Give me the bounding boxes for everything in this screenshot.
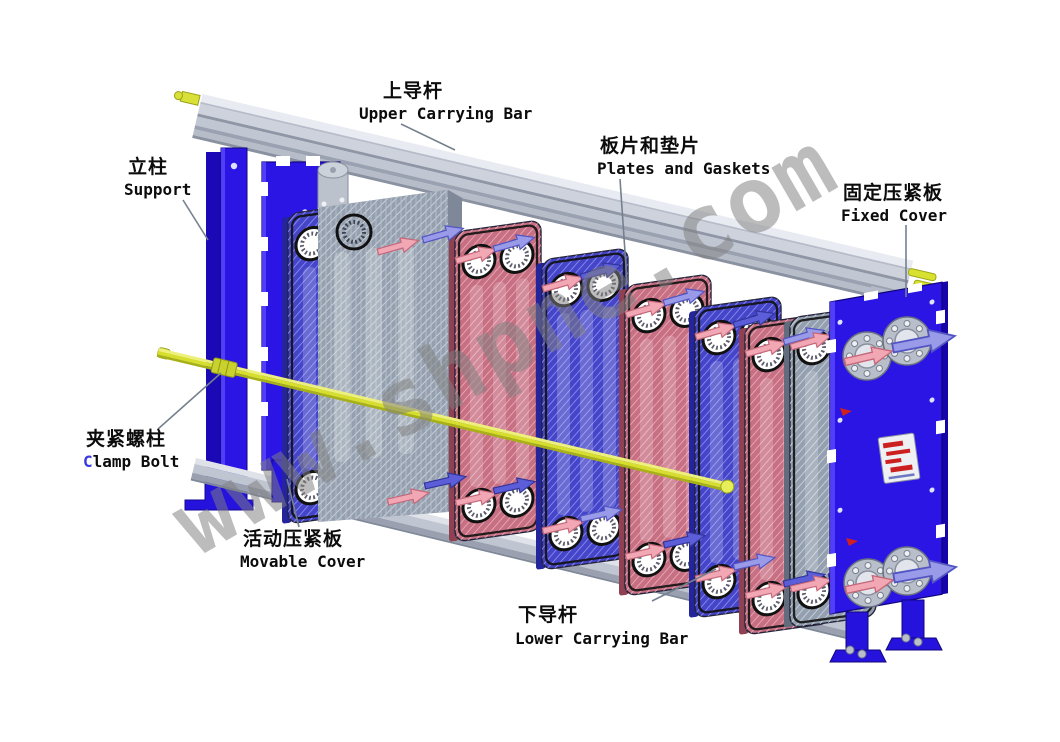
red-mark xyxy=(846,538,858,546)
label-movable-cover-en: Movable Cover xyxy=(240,552,365,571)
clamp-bolt-nut xyxy=(210,357,238,378)
nameplate xyxy=(877,432,921,484)
label-lower-carrying-bar-zh: 下导杆 xyxy=(518,603,578,626)
label-plates-and-gaskets-zh: 板片和垫片 xyxy=(600,134,700,157)
fixed-cover-notches xyxy=(827,282,945,568)
label-fixed-cover-en: Fixed Cover xyxy=(841,206,947,225)
pack-port-gasket xyxy=(335,213,373,251)
label-clamp-bolt-zh: 夹紧螺柱 xyxy=(86,427,166,450)
clamp-bolt-rod xyxy=(156,347,735,494)
clamp-bolt-rest: lamp Bolt xyxy=(93,452,180,471)
label-support-en: Support xyxy=(124,180,191,199)
bar-end-fitting-yellow xyxy=(179,90,201,106)
bar-end-bolt xyxy=(173,91,183,101)
label-clamp-bolt-en: Clamp Bolt xyxy=(83,452,179,471)
fixed-cover-bolt-holes xyxy=(837,299,935,513)
fixed-cover xyxy=(827,281,959,663)
clamp-bolt-end xyxy=(720,479,735,494)
fixed-cover-feet xyxy=(829,599,943,663)
plate-pack xyxy=(317,189,463,522)
labels: 上导杆 Upper Carrying Bar 立柱 Support 板片和垫片 … xyxy=(83,79,947,648)
cover-notches xyxy=(256,156,320,416)
upper-carrying-bar xyxy=(173,90,943,313)
label-fixed-cover-zh: 固定压紧板 xyxy=(843,181,943,204)
support-column xyxy=(184,147,254,511)
label-plates-and-gaskets-en: Plates and Gaskets xyxy=(597,159,770,178)
clamp-bolt-blue-initial: C xyxy=(83,452,93,471)
leader-lines xyxy=(157,123,907,602)
label-movable-cover-zh: 活动压紧板 xyxy=(243,527,343,550)
label-lower-carrying-bar-en: Lower Carrying Bar xyxy=(515,629,688,648)
red-mark xyxy=(840,408,852,416)
label-upper-carrying-bar-zh: 上导杆 xyxy=(383,79,443,102)
label-upper-carrying-bar-en: Upper Carrying Bar xyxy=(359,104,532,123)
label-support-zh: 立柱 xyxy=(128,155,168,178)
column-hole xyxy=(230,162,238,170)
